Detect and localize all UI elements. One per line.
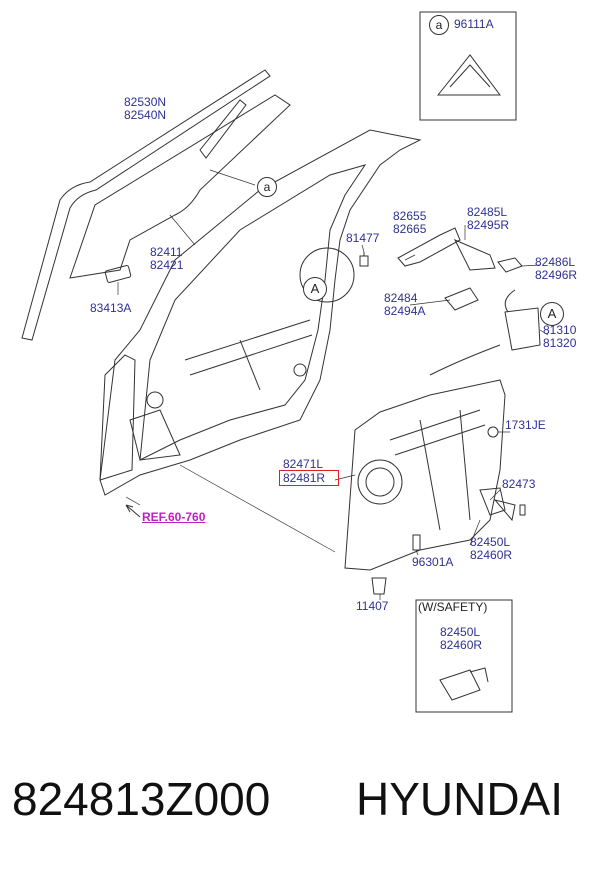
label-82411-82421: 82411 82421 bbox=[150, 245, 184, 272]
door-hole-1 bbox=[146, 391, 164, 409]
highlight-box-82481r bbox=[279, 470, 339, 486]
label-82484-82494a: 82484 82494A bbox=[384, 291, 426, 318]
label-96111a: 96111A bbox=[454, 17, 494, 31]
label-96301a: 96301A bbox=[412, 555, 454, 569]
door-hole-2 bbox=[293, 363, 307, 377]
glass-channel-strip bbox=[199, 99, 247, 159]
lock-bracket-82486 bbox=[497, 257, 523, 273]
clip-83413a bbox=[104, 265, 132, 283]
label-82471l: 82471L bbox=[283, 457, 324, 471]
label-82473: 82473 bbox=[502, 477, 536, 491]
door-glass bbox=[69, 94, 291, 279]
label-82485l-82495r: 82485L 82495R bbox=[467, 205, 510, 232]
window-run-channel bbox=[21, 69, 271, 341]
lock-bracket-82484 bbox=[444, 287, 479, 311]
safety-inset-title: (W/SAFETY) bbox=[418, 600, 488, 614]
lock-rod-82655 bbox=[397, 227, 461, 267]
bolt-11407 bbox=[371, 577, 387, 595]
window-regulator-rail bbox=[184, 319, 313, 391]
lock-rod-82485 bbox=[453, 239, 496, 271]
label-82530n-82540n: 82530N 82540N bbox=[124, 95, 167, 122]
regulator-motor bbox=[479, 487, 516, 522]
label-safety-82450l-82460r: 82450L 82460R bbox=[440, 625, 483, 652]
label-82450l-82460r: 82450L 82460R bbox=[470, 535, 513, 562]
label-82655-82665: 82655 82665 bbox=[393, 209, 427, 236]
label-1731je: 1731JE bbox=[505, 418, 546, 432]
label-82486l-82496r: 82486L 82496R bbox=[535, 255, 578, 282]
callout-a-glass: a bbox=[257, 177, 277, 197]
inset-96111a bbox=[419, 11, 517, 121]
door-frame bbox=[99, 129, 422, 496]
bolt-96301a bbox=[412, 534, 421, 551]
label-81310-81320: 81310 81320 bbox=[543, 323, 577, 350]
door-callout-circle bbox=[299, 247, 355, 303]
label-81477: 81477 bbox=[346, 231, 380, 245]
label-83413a: 83413A bbox=[90, 301, 132, 315]
module-speaker-inner bbox=[365, 467, 395, 497]
door-latch-81310 bbox=[504, 307, 541, 351]
door-frame-inner bbox=[139, 164, 367, 461]
callout-a-96111a: a bbox=[429, 15, 449, 35]
door-panel-hinge-side bbox=[99, 354, 136, 481]
ref-60-760: REF.60-760 bbox=[142, 510, 206, 524]
leader-lines bbox=[117, 169, 549, 600]
callout-a-door: A bbox=[303, 277, 327, 301]
module-speaker-hole bbox=[357, 459, 403, 505]
label-82481r-highlighted: 82481R bbox=[283, 471, 326, 485]
footer-part-number: 824813Z000 bbox=[12, 773, 271, 825]
callout-a-latch: A bbox=[540, 302, 564, 326]
grommet-1731je bbox=[487, 426, 499, 438]
safety-motor bbox=[439, 667, 489, 701]
module-regulator-track bbox=[389, 409, 486, 531]
bolt-81477 bbox=[359, 252, 369, 267]
latch-cable bbox=[429, 289, 516, 376]
label-96111a-shape bbox=[436, 54, 501, 96]
bolt-82473 bbox=[519, 504, 526, 516]
door-module-panel bbox=[344, 379, 506, 571]
footer-brand: HYUNDAI bbox=[356, 773, 564, 825]
label-11407: 11407 bbox=[356, 599, 389, 613]
door-trim-lower bbox=[129, 409, 181, 461]
inset-safety bbox=[415, 599, 513, 713]
